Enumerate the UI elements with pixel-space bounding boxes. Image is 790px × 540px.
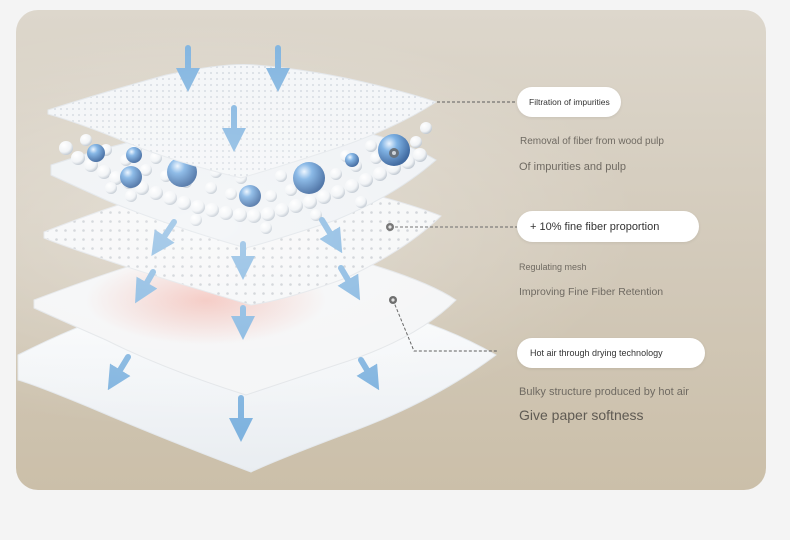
desc-paper-softness: Give paper softness — [519, 407, 644, 423]
desc-wood-pulp: Removal of fiber from wood pulp — [520, 136, 664, 147]
callout-dots — [386, 148, 399, 304]
layer-diagram — [17, 45, 517, 473]
desc-impurities-pulp: Of impurities and pulp — [519, 161, 626, 173]
desc-bulky-structure: Bulky structure produced by hot air — [519, 386, 689, 398]
callout-leaders — [390, 101, 517, 352]
bead-cluster — [59, 122, 432, 234]
desc-fiber-retention: Improving Fine Fiber Retention — [519, 286, 664, 298]
callout-filtration: Filtration of impurities — [517, 87, 621, 117]
callout-fine-fiber: + 10% fine fiber proportion — [517, 211, 699, 242]
callout-hot-air-label: Hot air through drying technology — [530, 348, 663, 358]
callout-fine-fiber-label: + 10% fine fiber proportion — [530, 220, 660, 233]
illustration-panel — [16, 10, 766, 490]
airflow-arrows — [107, 45, 380, 442]
callout-filtration-label: Filtration of impurities — [529, 97, 610, 107]
callout-hot-air: Hot air through drying technology — [517, 338, 705, 368]
desc-regulating-mesh: Regulating mesh — [519, 262, 587, 272]
